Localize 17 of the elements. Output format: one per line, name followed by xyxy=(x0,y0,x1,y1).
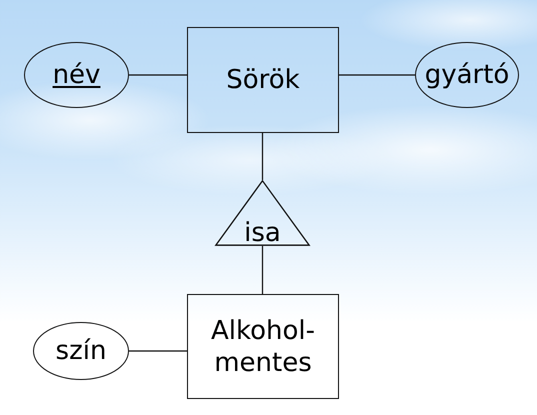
attribute-name: szín xyxy=(56,335,106,367)
connector-line xyxy=(262,133,264,180)
connector-line xyxy=(129,74,187,76)
connector-line xyxy=(262,246,264,294)
entity-name: Alkohol- mentes xyxy=(210,314,316,378)
attribute-name: név xyxy=(52,59,100,91)
connector-line xyxy=(129,350,187,352)
attribute-ellipse xyxy=(24,42,129,108)
attribute-ellipse xyxy=(33,322,129,380)
entity-name: Sörök xyxy=(226,64,300,96)
entity-box xyxy=(187,294,339,399)
connector-line xyxy=(339,74,415,76)
attribute-name: gyártó xyxy=(424,59,510,91)
entity-box xyxy=(187,27,339,133)
isa-label: isa xyxy=(244,221,281,245)
attribute-ellipse xyxy=(415,42,519,108)
isa-triangle xyxy=(215,180,310,246)
